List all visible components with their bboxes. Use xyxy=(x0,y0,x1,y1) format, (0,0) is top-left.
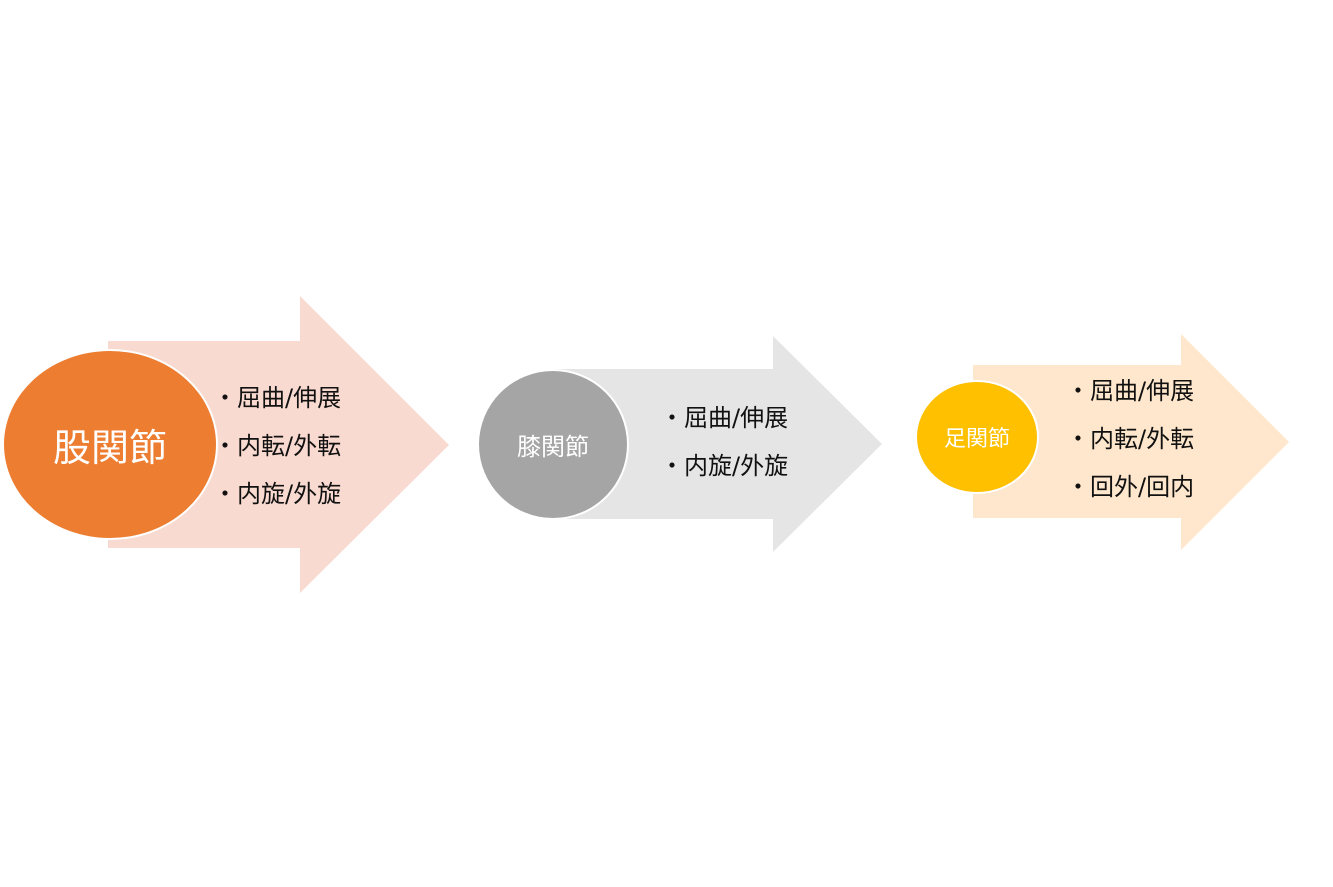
motion-text: 内転/外転 xyxy=(237,432,342,460)
bullet-marker: ・ xyxy=(660,452,684,480)
knee-arrow-shape xyxy=(554,336,882,552)
ankle-joint-node: 足関節 xyxy=(915,380,1039,494)
motion-text: 回外/回内 xyxy=(1090,473,1195,501)
bullet-marker: ・ xyxy=(660,404,684,432)
hip-joint-label: 股関節 xyxy=(52,426,167,470)
hip-joint-node: 股関節 xyxy=(2,349,218,540)
list-item: ・屈曲/伸展 xyxy=(1066,367,1194,415)
bullet-marker: ・ xyxy=(213,384,237,412)
knee-joint-label: 膝関節 xyxy=(517,433,589,461)
bullet-marker: ・ xyxy=(1066,377,1090,405)
knee-joint-node: 膝関節 xyxy=(477,369,629,520)
list-item: ・内旋/外旋 xyxy=(213,470,341,518)
list-item: ・内転/外転 xyxy=(1066,415,1194,463)
hip-motion-list: ・屈曲/伸展 ・内転/外転 ・内旋/外旋 xyxy=(213,374,341,518)
list-item: ・内転/外転 xyxy=(213,422,341,470)
list-item: ・屈曲/伸展 xyxy=(660,394,788,442)
motion-text: 屈曲/伸展 xyxy=(237,384,342,412)
motion-text: 内旋/外旋 xyxy=(237,480,342,508)
bullet-marker: ・ xyxy=(1066,473,1090,501)
motion-text: 屈曲/伸展 xyxy=(1090,377,1195,405)
ankle-motion-list: ・屈曲/伸展 ・内転/外転 ・回外/回内 xyxy=(1066,367,1194,511)
knee-motion-list: ・屈曲/伸展 ・内旋/外旋 xyxy=(660,394,788,490)
ankle-joint-label: 足関節 xyxy=(943,427,1010,452)
motion-text: 内旋/外旋 xyxy=(684,452,789,480)
bullet-marker: ・ xyxy=(213,432,237,460)
motion-text: 屈曲/伸展 xyxy=(684,404,789,432)
bullet-marker: ・ xyxy=(213,480,237,508)
motion-text: 内転/外転 xyxy=(1090,425,1195,453)
ankle-arrow-shape xyxy=(973,334,1289,550)
bullet-marker: ・ xyxy=(1066,425,1090,453)
list-item: ・回外/回内 xyxy=(1066,463,1194,511)
hip-arrow-shape xyxy=(108,296,449,593)
list-item: ・屈曲/伸展 xyxy=(213,374,341,422)
list-item: ・内旋/外旋 xyxy=(660,442,788,490)
